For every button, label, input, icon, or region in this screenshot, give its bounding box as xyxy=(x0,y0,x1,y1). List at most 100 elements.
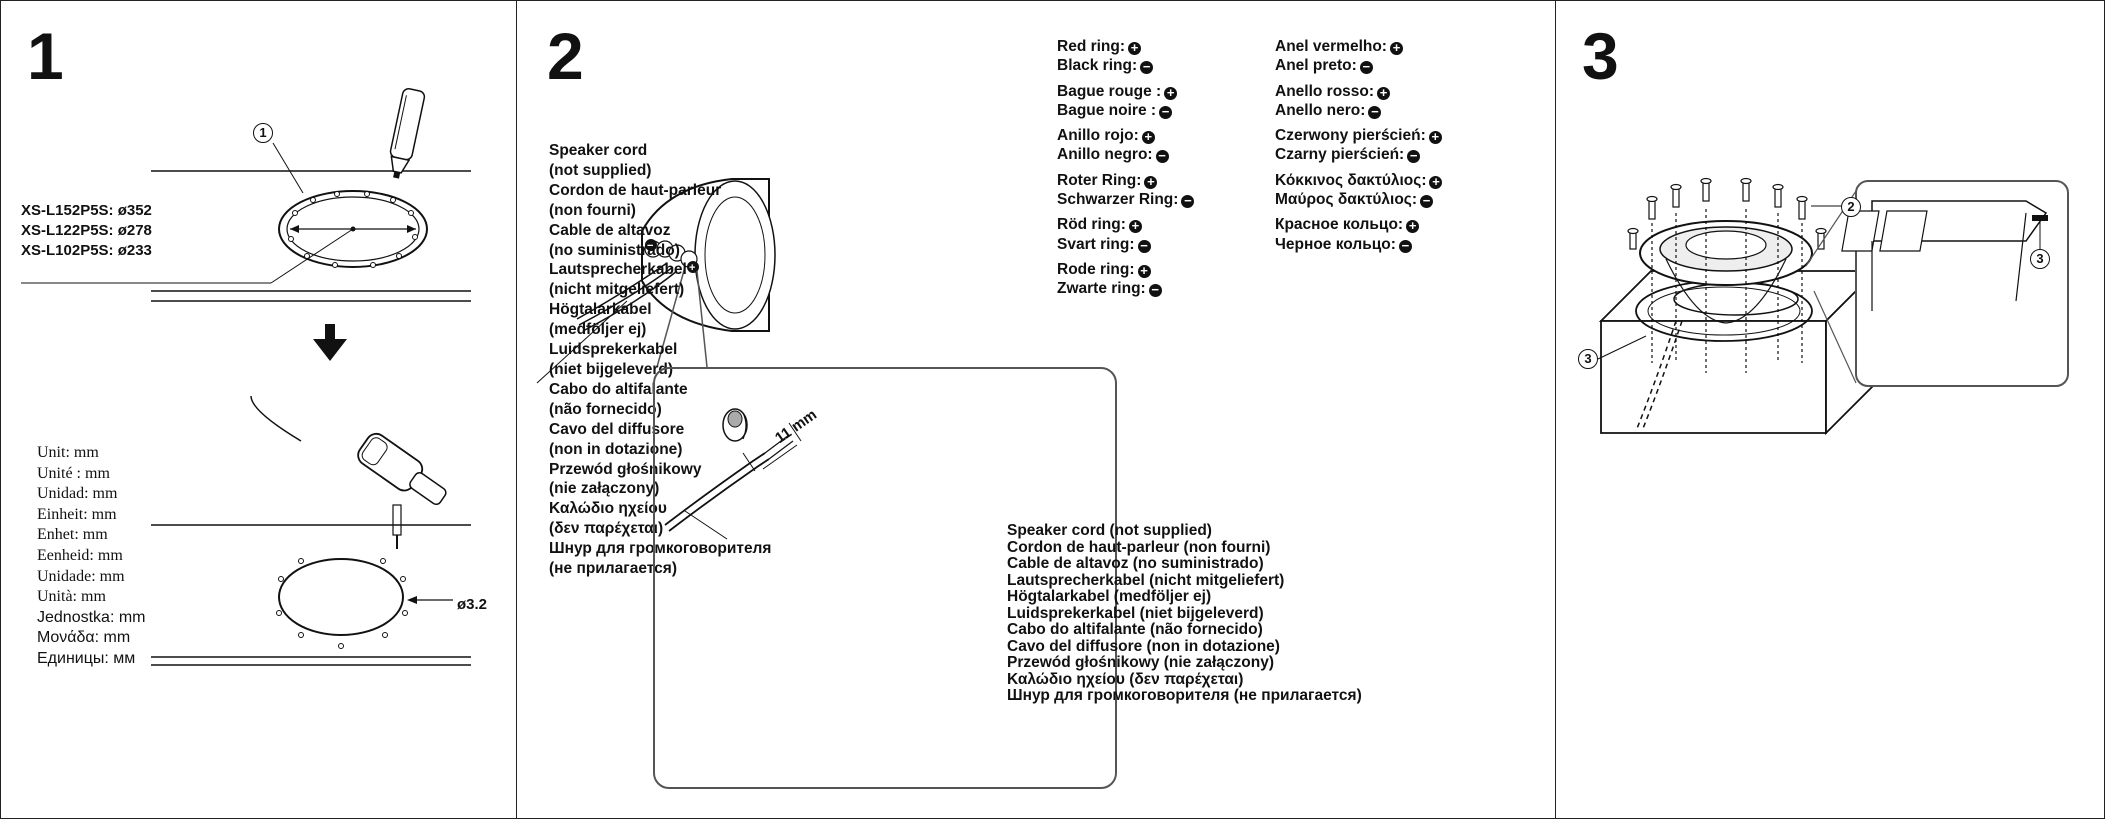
step-2-panel: 2 − + xyxy=(516,0,1556,819)
minus-icon: − xyxy=(1148,283,1162,298)
ring-label: Κόκκινος δακτύλιος:+ xyxy=(1275,171,1443,190)
cord-label: (niet bijgeleverd) xyxy=(549,360,674,378)
minus-icon: − xyxy=(1398,239,1412,253)
cord-label: Cavo del diffusore (non in dotazione) xyxy=(1007,637,1280,655)
callout-gasket: 3 xyxy=(1578,349,1598,369)
model-spec: XS-L152P5S: ø352 xyxy=(21,202,152,219)
hole-cutting-illustration xyxy=(21,87,471,666)
ring-label: Bague rouge :+ xyxy=(1057,82,1194,101)
model-spec: XS-L122P5S: ø278 xyxy=(21,222,152,239)
plus-icon: + xyxy=(1128,41,1142,55)
cord-label: (non in dotazione) xyxy=(549,440,683,458)
cord-label: Högtalarkabel (medföljer ej) xyxy=(1007,588,1212,605)
step-1-panel: 1 xyxy=(0,0,517,819)
ring-label: Anillo rojo:+ xyxy=(1057,126,1194,145)
ring-label: Roter Ring:+ xyxy=(1057,171,1194,190)
unit-label: Unit: mm xyxy=(37,444,99,461)
svg-text:+: + xyxy=(689,262,695,274)
ring-label: Anel preto:− xyxy=(1275,56,1442,75)
detail-cord-labels: Speaker cord (not supplied) Cordon de ha… xyxy=(1007,522,1362,705)
minus-icon: − xyxy=(1155,149,1169,164)
unit-label: Einheit: mm xyxy=(37,505,117,523)
cord-label: Καλώδιο ηχείου xyxy=(549,500,667,518)
cord-label: Cable de altavoz (no suministrado) xyxy=(1007,555,1264,572)
svg-text:−: − xyxy=(647,240,653,252)
plus-icon: + xyxy=(1144,175,1158,189)
plus-icon: + xyxy=(1406,219,1420,234)
detail-inset xyxy=(653,367,1117,789)
speaker-cord-labels: Speaker cord (not supplied) Cordon de ha… xyxy=(549,141,771,579)
cord-label: Cabo do altifalante (não fornecido) xyxy=(1007,621,1263,638)
speaker-mounting-illustration xyxy=(1597,177,2069,436)
step-number: 3 xyxy=(1582,19,1619,93)
plus-icon: + xyxy=(1141,130,1155,145)
cord-label: Lautsprecherkabel xyxy=(549,261,687,279)
plus-icon: + xyxy=(1164,86,1178,100)
cord-label: (nicht mitgeliefert) xyxy=(549,281,685,299)
down-arrow-icon xyxy=(313,324,347,361)
unit-label: Unidad: mm xyxy=(37,485,118,503)
ring-label: Anel vermelho:+ xyxy=(1275,37,1442,56)
cord-label: Шнур для громкоговорителя (не прилагаетс… xyxy=(1007,687,1362,704)
ring-label: Anello rosso:+ xyxy=(1275,82,1442,101)
cord-label: (не прилагается) xyxy=(549,560,677,578)
minus-icon: − xyxy=(1368,105,1382,119)
minus-icon: − xyxy=(1359,60,1373,75)
model-cutout-list: XS-L152P5S: ø352 XS-L122P5S: ø278 XS-L10… xyxy=(21,201,152,261)
ring-label: Μαύρος δακτύλιος:− xyxy=(1275,190,1442,209)
unit-label: Unità: mm xyxy=(37,588,106,606)
step-3-panel: 3 xyxy=(1555,0,2105,819)
cord-label: Speaker cord (not supplied) xyxy=(1007,522,1212,539)
unit-legend: Unit: mm Unité : mm Unidad: mm Einheit: … xyxy=(37,443,145,670)
plus-icon: + xyxy=(1377,86,1391,100)
plus-icon: + xyxy=(1389,41,1403,55)
cord-label: Шнур для громкоговорителя xyxy=(549,540,772,558)
minus-icon: − xyxy=(1181,194,1195,209)
cord-label: (δεν παρέχεται) xyxy=(549,520,664,538)
cord-label: Καλώδιο ηχείου (δεν παρέχεται) xyxy=(1007,670,1244,688)
cord-label: Cordon de haut-parleur (non fourni) xyxy=(1007,538,1271,556)
ring-label: Bague noire :− xyxy=(1057,101,1194,120)
unit-label: Unité : mm xyxy=(37,464,110,482)
unit-label: Единицы: мм xyxy=(37,649,136,667)
callout-gasket-detail: 3 xyxy=(2030,249,2050,269)
unit-label: Enhet: mm xyxy=(37,526,108,544)
ring-label: Anillo negro:− xyxy=(1057,145,1194,164)
cord-label: Speaker cord xyxy=(549,142,648,159)
step-number: 2 xyxy=(547,19,584,93)
cord-label: (medföljer ej) xyxy=(549,321,647,339)
cord-label: (not supplied) xyxy=(549,161,652,179)
callout-ring: 1 xyxy=(253,123,273,143)
ring-polarity-list-2: Anel vermelho:+ Anel preto:− Anello ross… xyxy=(1275,37,1443,254)
ring-label: Svart ring:− xyxy=(1057,235,1194,254)
ring-label: Black ring:− xyxy=(1057,56,1194,75)
minus-icon: − xyxy=(1137,239,1151,253)
plus-icon: + xyxy=(1429,175,1443,189)
cord-label: Cordon de haut-parleur xyxy=(549,181,722,199)
ring-label: Schwarzer Ring:− xyxy=(1057,190,1195,209)
unit-label: Unidade: mm xyxy=(37,567,125,585)
cord-label: Cabo do altifalante xyxy=(549,380,688,398)
ring-label: Черное кольцо:− xyxy=(1275,235,1442,254)
cord-label: Luidsprekerkabel (niet bijgeleverd) xyxy=(1007,604,1264,622)
minus-icon: − xyxy=(1159,105,1173,119)
minus-icon: − xyxy=(1420,194,1434,209)
model-spec: XS-L102P5S: ø233 xyxy=(21,242,152,259)
cord-label: Cable de altavoz xyxy=(549,221,671,239)
unit-label: Eenheid: mm xyxy=(37,546,123,564)
ring-label: Czerwony pierścień:+ xyxy=(1275,126,1442,145)
cord-label: Cavo del diffusore xyxy=(549,420,685,438)
cord-connection-illustration: − + xyxy=(536,178,802,540)
ring-polarity-list-1: Red ring:+ Black ring:− Bague rouge :+ B… xyxy=(1057,37,1195,299)
cord-label: Przewód głośnikowy (nie załączony) xyxy=(1007,654,1274,671)
cord-label: (não fornecido) xyxy=(549,400,662,418)
ring-label: Red ring:+ xyxy=(1057,37,1194,56)
cord-label: (no suministrado) xyxy=(549,241,680,259)
ring-label: Röd ring:+ xyxy=(1057,215,1194,234)
unit-label: Μονάδα: mm xyxy=(37,629,131,647)
callout-screws: 2 xyxy=(1841,197,1861,217)
plus-icon: + xyxy=(1428,130,1442,145)
cord-label: (non fourni) xyxy=(549,201,636,219)
ring-label: Красное кольцо:+ xyxy=(1275,215,1442,234)
